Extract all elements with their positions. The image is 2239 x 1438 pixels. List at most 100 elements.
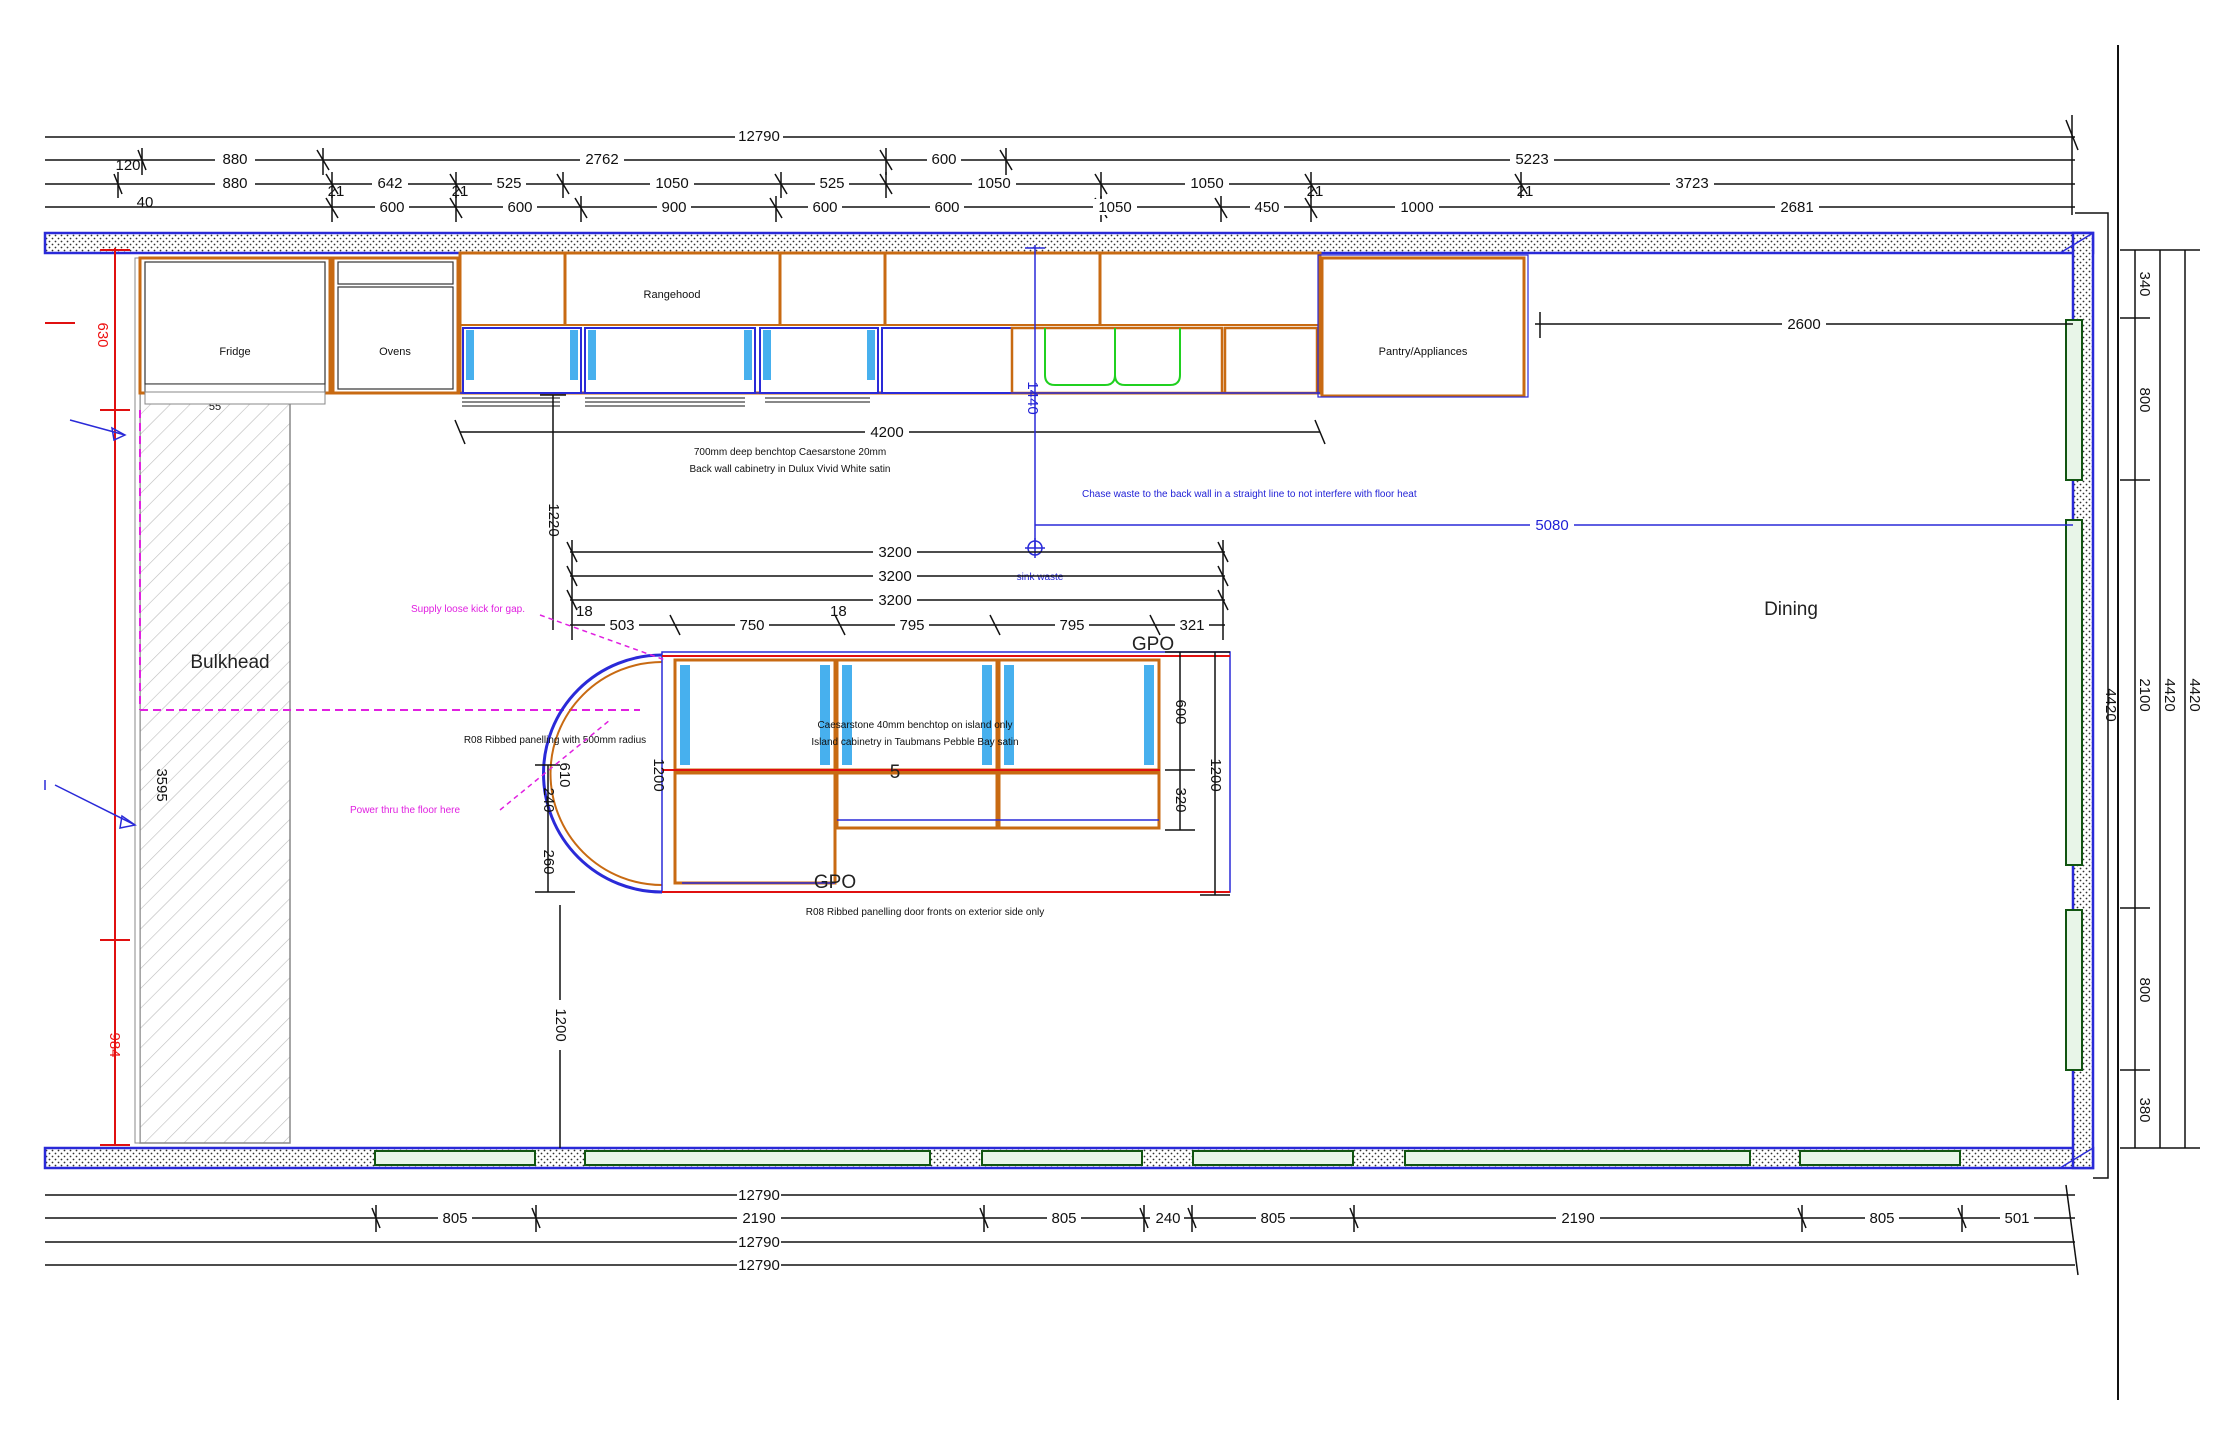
island-note-1: Caesarstone 40mm benchtop on island only bbox=[817, 720, 1012, 731]
dim-2100: 2100 bbox=[2136, 678, 2153, 711]
bulkhead-dashed-outline bbox=[139, 410, 640, 711]
fridge-cabinet bbox=[138, 256, 332, 395]
dim-321: 321 bbox=[1179, 617, 1204, 634]
dim-2681: 2681 bbox=[1780, 199, 1813, 216]
ribbed-radius-note: R08 Ribbed panelling with 500mm radius bbox=[464, 735, 646, 746]
island: 5 Caesarstone 40mm benchtop on island on… bbox=[542, 634, 1231, 894]
blue-arrows bbox=[44, 419, 137, 829]
dim-805-c: 805 bbox=[1260, 1210, 1285, 1227]
dim-630: 630 bbox=[94, 322, 111, 347]
bottom-windows bbox=[374, 1150, 1961, 1166]
dim-21b: 21 bbox=[452, 183, 469, 200]
dim-3200-b: 3200 bbox=[878, 568, 911, 585]
dim-450: 450 bbox=[1254, 199, 1279, 216]
dim-1050c: 1050 bbox=[1190, 175, 1223, 192]
dim-3200-a: 3200 bbox=[878, 544, 911, 561]
ribbed-doors-note: R08 Ribbed panelling door fronts on exte… bbox=[806, 907, 1044, 918]
dim-240-bottom: 240 bbox=[1155, 1210, 1180, 1227]
dim-2600: 2600 bbox=[1787, 316, 1820, 333]
back-bench-note-2: Back wall cabinetry in Dulux Vivid White… bbox=[689, 464, 890, 475]
dim-610: 610 bbox=[556, 762, 573, 787]
dim-120: 120 bbox=[115, 157, 140, 174]
dim-600-island: 600 bbox=[1172, 699, 1189, 724]
dim-795-a: 795 bbox=[899, 617, 924, 634]
dim-340: 340 bbox=[2136, 271, 2153, 296]
dim-2190-a: 2190 bbox=[742, 1210, 775, 1227]
dim-880: 880 bbox=[222, 151, 247, 168]
dim-600b: 600 bbox=[507, 199, 532, 216]
dim-4420-c: 4420 bbox=[2102, 688, 2119, 721]
dim-600d: 600 bbox=[934, 199, 959, 216]
back-bench-note-1: 700mm deep benchtop Caesarstone 20mm bbox=[694, 447, 886, 458]
back-cabinetry: Fridge 55 Ovens Rangehood bbox=[138, 251, 1529, 413]
gpo-top-label: GPO bbox=[1132, 634, 1174, 655]
dim-21d: 21 bbox=[1517, 183, 1534, 200]
bottom-dimensions bbox=[45, 1184, 2079, 1276]
magenta-leaders bbox=[499, 614, 666, 811]
dim-bottom-12790-b: 12790 bbox=[738, 1234, 780, 1251]
gpo-bottom-label: GPO bbox=[814, 872, 856, 893]
pantry-label: Pantry/Appliances bbox=[1379, 346, 1468, 358]
dim-380: 380 bbox=[2136, 1097, 2153, 1122]
rangehood-label: Rangehood bbox=[644, 289, 701, 301]
dim-805-d: 805 bbox=[1869, 1210, 1894, 1227]
dim-984: 984 bbox=[106, 1032, 123, 1057]
dim-750: 750 bbox=[739, 617, 764, 634]
pantry-cabinet bbox=[1320, 256, 1526, 398]
dim-3595: 3595 bbox=[153, 768, 170, 801]
dim-4200: 4200 bbox=[870, 424, 903, 441]
dim-642: 642 bbox=[377, 175, 402, 192]
dim-1200-left: 1200 bbox=[650, 758, 667, 791]
dim-600a: 600 bbox=[379, 199, 404, 216]
dim-900: 900 bbox=[661, 199, 686, 216]
dim-503: 503 bbox=[609, 617, 634, 634]
top-dimensions bbox=[45, 115, 2079, 222]
power-floor-note: Power thru the floor here bbox=[350, 805, 460, 816]
dim-1200-right: 1200 bbox=[1207, 758, 1224, 791]
dim-3200-c: 3200 bbox=[878, 592, 911, 609]
bulkhead-label: Bulkhead bbox=[190, 652, 269, 673]
top-dimension-labels: 12790 880 2762 600 5223 120 880 21 642 2… bbox=[115, 128, 1819, 216]
dim-260: 260 bbox=[540, 849, 557, 874]
dim-21a: 21 bbox=[328, 183, 345, 200]
dim-1440: 1440 bbox=[1024, 381, 1041, 414]
dim-1000: 1000 bbox=[1400, 199, 1433, 216]
bottom-dimension-labels: 12790 805 2190 805 240 805 2190 805 501 … bbox=[438, 1187, 2034, 1274]
supply-kick-note: Supply loose kick for gap. bbox=[411, 604, 525, 615]
dim-800-right-b: 800 bbox=[2136, 977, 2153, 1002]
dim-1050d: 1050 bbox=[1098, 199, 1131, 216]
sink-waste-label: sink waste bbox=[1017, 572, 1064, 583]
dim-top-total: 12790 bbox=[738, 128, 780, 145]
dim-880b: 880 bbox=[222, 175, 247, 192]
fridge-label: Fridge bbox=[219, 346, 250, 358]
right-dimension-labels: 340 800 2100 800 380 4420 4420 4420 bbox=[2102, 271, 2203, 1122]
dim-18-b: 18 bbox=[830, 603, 847, 620]
dim-805-b: 805 bbox=[1051, 1210, 1076, 1227]
dim-1220-line bbox=[540, 394, 566, 630]
dim-21c: 21 bbox=[1307, 183, 1324, 200]
dim-5080: 5080 bbox=[1535, 517, 1568, 534]
dim-1220: 1220 bbox=[545, 503, 562, 536]
right-dimensions bbox=[2120, 249, 2200, 1149]
dim-40: 40 bbox=[137, 194, 154, 211]
dim-bottom-12790-c: 12790 bbox=[738, 1257, 780, 1274]
dim-2190-b: 2190 bbox=[1561, 1210, 1594, 1227]
dim-5223: 5223 bbox=[1515, 151, 1548, 168]
dim-525b: 525 bbox=[819, 175, 844, 192]
dim-795-b: 795 bbox=[1059, 617, 1084, 634]
dim-805-a: 805 bbox=[442, 1210, 467, 1227]
dim-525a: 525 bbox=[496, 175, 521, 192]
island-number: 5 bbox=[890, 762, 901, 783]
dim-501: 501 bbox=[2004, 1210, 2029, 1227]
dim-600c: 600 bbox=[812, 199, 837, 216]
dim-4420-b: 4420 bbox=[2186, 678, 2203, 711]
dim-4420-a: 4420 bbox=[2161, 678, 2178, 711]
dim-240-island: 240 bbox=[540, 787, 557, 812]
dim-1050b: 1050 bbox=[977, 175, 1010, 192]
dim-1200-vertical: 1200 bbox=[552, 1008, 569, 1041]
right-windows bbox=[2065, 319, 2083, 1071]
dim-2762: 2762 bbox=[585, 151, 618, 168]
ovens-label: Ovens bbox=[379, 346, 411, 358]
island-right-dims bbox=[1165, 651, 1230, 896]
